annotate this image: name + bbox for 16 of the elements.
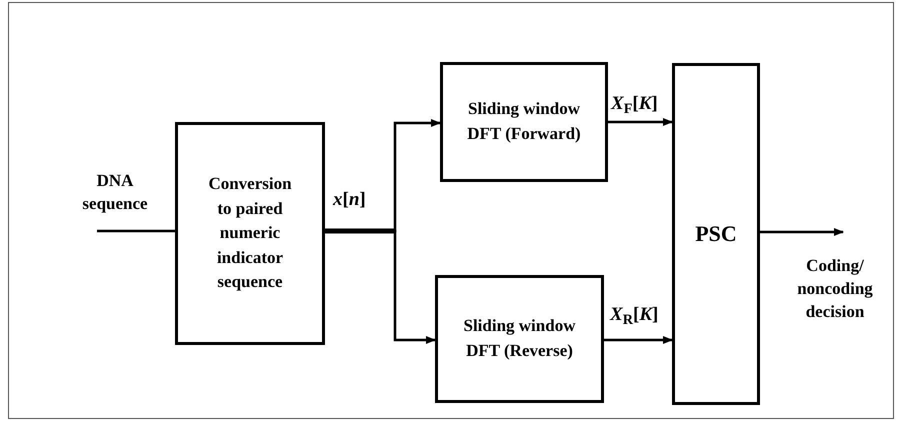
- process-box: [175, 122, 325, 345]
- io-label: DNA sequence: [81, 170, 149, 215]
- process-box: [435, 275, 604, 403]
- box-label: Sliding window DFT (Forward): [467, 98, 581, 145]
- box-label: Conversion to paired numeric indicator sequence: [207, 172, 293, 294]
- edge-label: X$_{R}$[K]: [610, 305, 658, 324]
- io-label: Coding/ noncoding decision: [796, 255, 874, 323]
- process-box: [672, 63, 760, 405]
- arrow: [604, 336, 673, 344]
- box-label: PSC: [695, 220, 737, 248]
- edge-label: x[n]: [333, 190, 366, 209]
- edge-label: X$_{F}$[K]: [611, 94, 658, 113]
- process-box: [440, 62, 608, 182]
- arrow: [760, 228, 844, 236]
- arrow: [608, 118, 673, 126]
- box-label: Sliding window DFT (Reverse): [462, 315, 576, 362]
